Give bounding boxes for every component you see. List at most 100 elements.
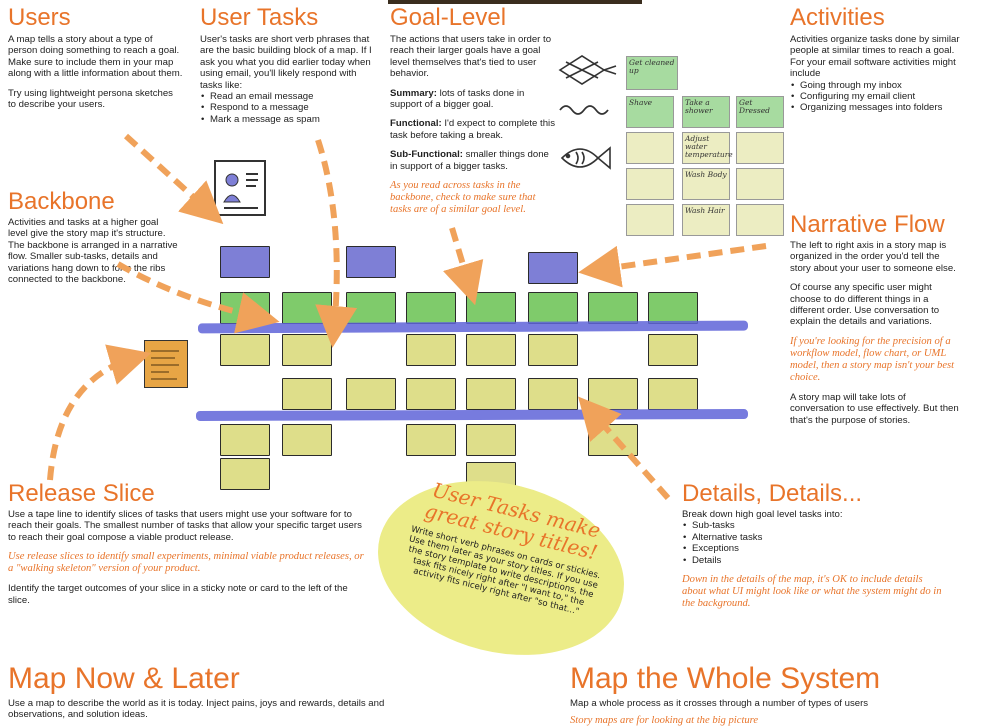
details-title: Details, Details... [682, 480, 863, 507]
sketch-card: Get Dressed [736, 96, 784, 128]
activity-card [220, 246, 270, 278]
sketch-card-goal: Get cleaned up [626, 56, 678, 90]
outcome-sticky-note [144, 340, 188, 388]
release-italic: Use release slices to identify small exp… [8, 551, 364, 575]
arrow [123, 133, 224, 225]
backbone-section: Backbone Activities and tasks at a highe… [8, 188, 178, 286]
sketch-card: Wash Body [682, 168, 730, 200]
release-text: Use a tape line to identify slices of ta… [8, 509, 362, 543]
activities-section: Activities Activities organize tasks don… [790, 4, 965, 115]
task-card [528, 334, 578, 366]
user-tasks-section: User Tasks User's tasks are short verb p… [200, 4, 375, 126]
narrative-section: Narrative Flow The left to right axis in… [790, 213, 960, 426]
release-text-2: Identify the target outcomes of your sli… [8, 583, 348, 606]
narrative-text: The left to right axis in a story map is… [790, 240, 956, 274]
arrow [578, 243, 767, 288]
persona-icon [223, 173, 258, 209]
task-card [528, 378, 578, 410]
users-text-2: Try using lightweight persona sketches t… [8, 87, 173, 111]
goal-level-section: Goal-Level The actions that users take i… [390, 6, 555, 216]
arrow [116, 261, 280, 334]
sketch-card [626, 168, 674, 200]
map-now-text: Use a map to describe the world as it is… [8, 698, 385, 721]
backbone-card [648, 292, 698, 324]
sketch-card: Shave [626, 96, 674, 128]
goal-level-symbols [558, 55, 617, 170]
goal-level-sketch: Get cleaned up Shave Take a shower Get D… [552, 40, 784, 236]
users-text: A map tells a story about a type of pers… [8, 34, 183, 80]
user-tasks-list: Read an email message Respond to a messa… [200, 91, 375, 126]
sketch-card [626, 132, 674, 164]
activities-title: Activities [790, 4, 885, 31]
map-system-italic: Story maps are for looking at the big pi… [570, 715, 759, 727]
arrow [47, 344, 152, 481]
arrow [442, 227, 484, 306]
backbone-title: Backbone [8, 188, 115, 215]
user-tasks-title: User Tasks [200, 4, 319, 31]
task-card [282, 378, 332, 410]
details-italic: Down in the details of the map, it's OK … [682, 574, 942, 610]
list-item: Details [683, 555, 942, 567]
users-title: Users [8, 4, 71, 31]
fish-icon [560, 146, 611, 170]
list-item: Sub-tasks [683, 520, 942, 532]
goal-functional: Functional: I'd expect to complete this … [390, 118, 555, 141]
goal-level-italic: As you read across tasks in the backbone… [390, 180, 536, 216]
sketch-card [736, 168, 784, 200]
backbone-text: Activities and tasks at a higher goal le… [8, 217, 178, 286]
task-card [220, 424, 270, 456]
map-system-section: Map the Whole System Map a whole process… [570, 664, 990, 727]
backbone-card [528, 292, 578, 324]
user-tasks-text: User's tasks are short verb phrases that… [200, 34, 372, 91]
sketch-card [736, 132, 784, 164]
goal-summary: Summary: lots of tasks done in support o… [390, 87, 525, 111]
map-now-title: Map Now & Later [8, 662, 240, 695]
list-item: Going through my inbox [791, 80, 965, 92]
release-title: Release Slice [8, 480, 155, 507]
list-item: Exceptions [683, 543, 942, 555]
activity-card [528, 252, 578, 284]
task-card [220, 458, 270, 490]
list-item: Respond to a message [201, 102, 375, 114]
sketch-card: Take a shower [682, 96, 730, 128]
activities-list: Going through my inbox Configuring my em… [790, 80, 965, 115]
details-text: Break down high goal level tasks into: [682, 509, 843, 520]
narrative-text-2: Of course any specific user might choose… [790, 282, 940, 328]
sketch-card: Adjust water temperature [682, 132, 733, 164]
task-card [648, 334, 698, 366]
top-bar [388, 0, 642, 4]
activities-text: Activities organize tasks done by simila… [790, 34, 960, 80]
narrative-italic: If you're looking for the precision of a… [790, 335, 955, 383]
sketch-card: Wash Hair [682, 204, 730, 236]
goal-level-title: Goal-Level [390, 4, 507, 31]
details-list: Sub-tasks Alternative tasks Exceptions D… [682, 520, 942, 566]
list-item: Alternative tasks [683, 532, 942, 544]
wave-icon [559, 105, 609, 115]
task-card [406, 424, 456, 456]
task-card [220, 334, 270, 366]
details-section: Details, Details... Break down high goal… [682, 482, 942, 610]
task-card [466, 424, 516, 456]
scribble-icon [151, 350, 179, 380]
list-item: Configuring my email client [791, 91, 965, 103]
task-card [406, 334, 456, 366]
list-item: Organizing messages into folders [791, 102, 965, 114]
task-card [466, 334, 516, 366]
goal-level-text: The actions that users take in order to … [390, 34, 552, 80]
sketch-card [736, 204, 784, 236]
kite-icon [558, 55, 617, 85]
task-card [406, 378, 456, 410]
list-item: Read an email message [201, 91, 375, 103]
list-item: Mark a message as spam [201, 114, 375, 126]
arrow [578, 396, 671, 500]
map-now-section: Map Now & Later Use a map to describe th… [8, 664, 388, 721]
sketch-card [626, 204, 674, 236]
map-system-title: Map the Whole System [570, 662, 881, 695]
narrative-text-3: A story map will take lots of conversati… [790, 391, 959, 426]
arrow [315, 139, 358, 348]
users-section: Users A map tells a story about a type o… [8, 4, 183, 111]
task-card [282, 424, 332, 456]
release-section: Release Slice Use a tape line to identif… [8, 482, 368, 606]
activity-card [346, 246, 396, 278]
